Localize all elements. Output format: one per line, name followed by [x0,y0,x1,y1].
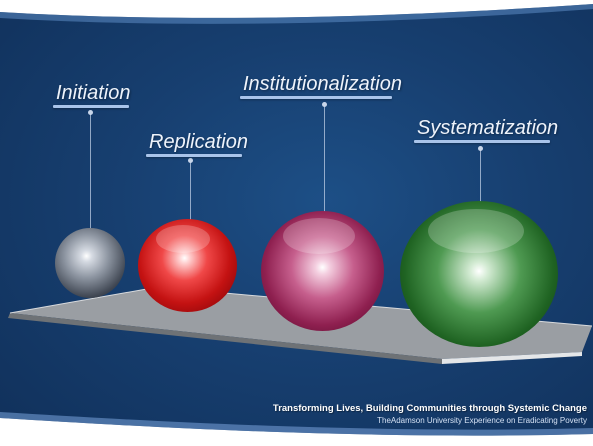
stage-label-initiation: Initiation [56,82,131,104]
institutionalization-connector-line [324,104,325,212]
stage-label-institutionalization: Institutionalization [243,73,402,95]
sphere-initiation [55,228,125,298]
replication-underline [146,154,242,157]
footer-title: Transforming Lives, Building Communities… [272,403,587,414]
systematization-connector-line [480,148,481,202]
systematization-underline [414,140,550,143]
stage-label-systematization: Systematization [417,117,559,139]
replication-connector-line [190,160,191,220]
initiation-underline [53,105,129,108]
bottom-wave-decoration [0,412,593,446]
initiation-connector-line [90,112,91,230]
sphere-institutionalization [261,211,384,331]
institutionalization-connector-dot [322,102,327,107]
institutionalization-underline [240,96,392,99]
stage-label-replication: Replication [149,131,248,153]
initiation-connector-dot [88,110,93,115]
top-wave-decoration [0,0,593,24]
sphere-systematization [400,201,558,347]
sphere-replication [138,219,237,312]
footer-subtitle: TheAdamson University Experience on Erad… [377,416,587,425]
replication-connector-dot [188,158,193,163]
systematization-connector-dot [478,146,483,151]
